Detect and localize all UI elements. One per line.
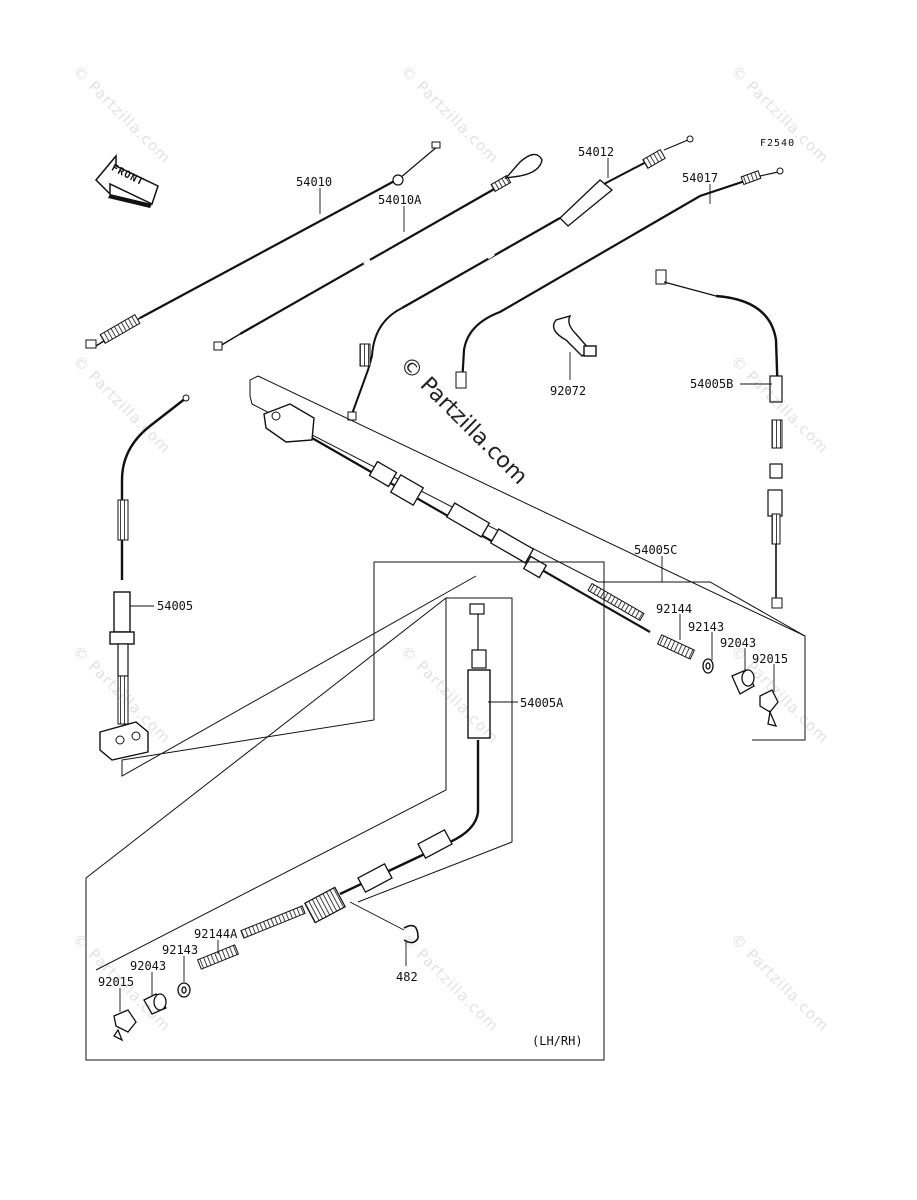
wing-nut-92015 [759,689,779,727]
washer-92143 [702,658,714,674]
part-label-92015: 92015 [752,652,789,666]
bushing-92043 [731,669,755,695]
part-label-92015-lower: 92015 [98,975,135,989]
part-label-54012: 54012 [578,145,615,159]
washer-92143-lower [177,982,191,998]
part-label-54005: 54005 [157,599,194,613]
bushing-92043-lower [143,993,167,1015]
part-label-92143: 92143 [688,620,725,634]
side-note: (LH/RH) [532,1034,583,1048]
cable-54017 [455,167,784,389]
part-label-54017: 54017 [682,171,719,185]
group-54005A-outline [85,561,605,1061]
part-label-92143-lower: 92143 [162,943,199,957]
part-label-54005C: 54005C [634,543,678,557]
cable-54005B [655,269,783,609]
leader-lines [119,158,775,1012]
spring-92144 [656,634,696,660]
spring-92144A [196,944,240,970]
part-label-54010: 54010 [296,175,333,189]
cable-54005 [99,394,190,761]
diagram-code: F2540 [760,138,796,149]
cable-54010 [85,141,441,349]
part-label-92072: 92072 [550,384,587,398]
cable-54012 [347,135,694,421]
part-label-92043: 92043 [720,636,757,650]
part-label-482: 482 [396,970,418,984]
front-arrow-icon [94,153,159,208]
part-label-92144A: 92144A [194,927,238,941]
cable-54005A [240,603,491,939]
cable-54010A [213,153,543,351]
part-label-54010A: 54010A [378,193,422,207]
clip-482 [403,924,419,944]
cable-54005C [263,403,651,633]
part-label-54005A: 54005A [520,696,564,710]
part-label-92144: 92144 [656,602,693,616]
part-label-54005B: 54005B [690,377,734,391]
clamp-92072 [552,314,597,357]
part-label-92043-lower: 92043 [130,959,167,973]
wing-nut-92015-lower [113,1009,137,1042]
group-54005C-outline [249,375,806,741]
